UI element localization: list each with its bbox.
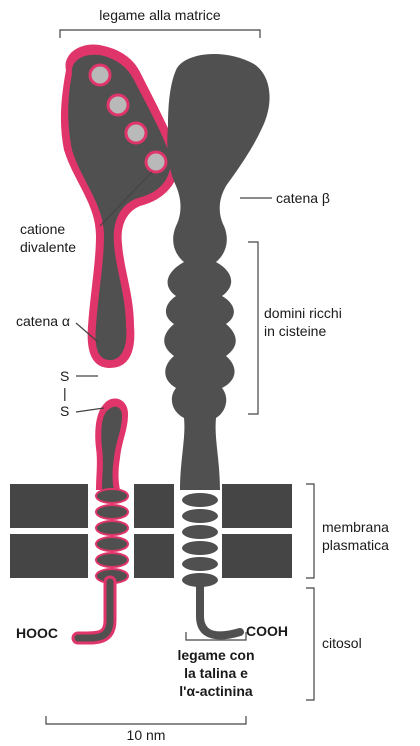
label-cysteine-2: in cisteine <box>264 323 326 339</box>
coil-loop <box>96 553 128 567</box>
membrane-block <box>134 534 174 578</box>
membrane-block <box>222 484 292 528</box>
label-disulfide-bar: | <box>63 385 67 401</box>
coil-loop <box>96 505 128 519</box>
label-cysteine-1: domini ricchi <box>264 305 342 321</box>
beta-transmembrane-coil <box>182 493 218 587</box>
coil-loop <box>96 489 128 503</box>
membrane-block <box>10 534 88 578</box>
label-matrix-binding: legame alla matrice <box>99 7 221 23</box>
label-beta-chain: catena β <box>276 190 330 206</box>
cytosol-bracket <box>306 588 314 700</box>
coil-loop <box>182 493 218 507</box>
label-membrane-2: plasmatica <box>322 537 389 553</box>
label-membrane-1: membrana <box>322 519 389 535</box>
cysteine-bracket <box>248 242 258 414</box>
label-cytosol: citosol <box>322 635 362 651</box>
coil-loop <box>182 525 218 539</box>
label-alpha-chain: catena α <box>16 313 70 329</box>
coil-loop <box>182 509 218 523</box>
label-disulfide-s-top: S <box>60 368 69 384</box>
label-disulfide-s-bottom: S <box>60 403 69 419</box>
label-talin-2: la talina e <box>184 665 248 681</box>
label-divalent-cation-2: divalente <box>20 239 76 255</box>
alpha-transmembrane-coil <box>96 489 128 583</box>
label-cooh: COOH <box>246 623 288 639</box>
label-scale: 10 nm <box>127 727 166 743</box>
beta-chain-head <box>164 54 269 490</box>
cation-binding-site <box>90 65 110 85</box>
label-divalent-cation-1: catione <box>20 221 65 237</box>
plasma-membrane <box>10 484 292 578</box>
scale-bar <box>46 716 246 724</box>
cation-binding-site <box>126 123 146 143</box>
membrane-block <box>10 484 88 528</box>
membrane-bracket <box>306 484 314 578</box>
membrane-block <box>222 534 292 578</box>
label-hooc: HOOC <box>16 625 58 641</box>
matrix-binding-bracket <box>60 30 260 38</box>
label-talin-1: legame con <box>177 647 254 663</box>
coil-loop <box>96 521 128 535</box>
coil-loop <box>182 541 218 555</box>
label-talin-3: l'α-actinina <box>179 683 253 699</box>
coil-loop <box>96 537 128 551</box>
beta-cytoplasmic-tail <box>200 584 240 635</box>
membrane-block <box>134 484 174 528</box>
cation-binding-site <box>146 152 166 172</box>
cation-binding-site <box>108 95 128 115</box>
coil-loop <box>182 557 218 571</box>
